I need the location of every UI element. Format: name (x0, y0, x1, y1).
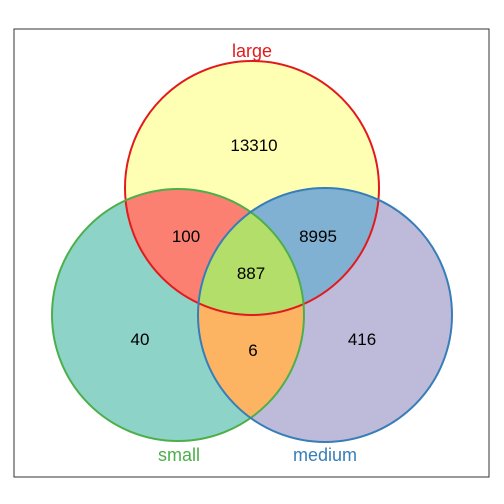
count-large-only: 13310 (230, 136, 277, 155)
count-small-only: 40 (131, 330, 150, 349)
count-large-medium: 8995 (299, 227, 337, 246)
outline-small (51, 188, 305, 442)
set-label-small: small (158, 445, 200, 465)
count-small-medium: 6 (248, 341, 257, 360)
outline-medium (197, 187, 453, 443)
plot-frame (13, 28, 490, 478)
set-label-medium: medium (293, 445, 357, 465)
count-all: 887 (237, 264, 265, 283)
count-large-small: 100 (172, 227, 200, 246)
region-fills (52, 61, 452, 442)
region-all (198, 189, 304, 315)
set-label-large: large (232, 41, 272, 61)
count-medium-only: 416 (348, 330, 376, 349)
outline-large (124, 60, 380, 316)
